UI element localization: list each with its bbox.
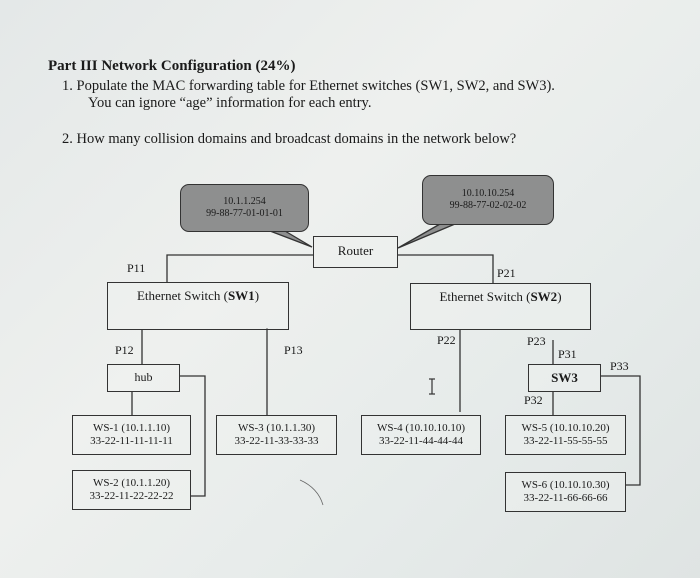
stray-mark (299, 479, 324, 506)
router-interface-1-callout: 10.1.1.254 99-88-77-01-01-01 (180, 184, 309, 232)
switch-sw2: Ethernet Switch (SW2) (410, 283, 591, 330)
callout-tail-2 (397, 223, 456, 249)
question-2: 2. How many collision domains and broadc… (62, 131, 517, 147)
sw2-close: ) (557, 289, 562, 304)
workstation-ws1: WS-1 (10.1.1.10)33-22-11-11-11-11 (72, 415, 191, 455)
switch-sw3: SW3 (528, 364, 601, 392)
ws-mac: 33-22-11-33-33-33 (234, 435, 319, 447)
callout-tail-1 (269, 230, 313, 248)
router-if2-mac: 99-88-77-02-02-02 (449, 200, 527, 211)
sw1-name: SW1 (227, 288, 255, 303)
workstation-ws2: WS-2 (10.1.1.20)33-22-11-22-22-22 (72, 470, 191, 510)
workstation-ws5: WS-5 (10.10.10.20)33-22-11-55-55-55 (505, 415, 626, 455)
workstation-ws6: WS-6 (10.10.10.30)33-22-11-66-66-66 (505, 472, 626, 512)
section-title: Part III Network Configuration (24%) (48, 58, 296, 74)
port-p32: P32 (524, 393, 543, 407)
link-hub-ws2 (180, 375, 206, 497)
router-interface-2-callout: 10.10.10.254 99-88-77-02-02-02 (422, 175, 554, 225)
link-router-sw2 (398, 254, 494, 283)
ws-mac: 33-22-11-44-44-44 (379, 435, 463, 447)
link-sw3-ws6 (601, 375, 641, 486)
port-p13: P13 (284, 343, 303, 357)
sw1-close: ) (254, 288, 260, 303)
link-router-sw1 (166, 254, 313, 282)
port-p21: P21 (497, 266, 516, 280)
sw1-label: Ethernet Switch ( (136, 288, 228, 303)
ws-mac: 33-22-11-22-22-22 (89, 490, 174, 502)
ws-mac: 33-22-11-11-11-11 (90, 435, 173, 447)
port-p11: P11 (127, 261, 146, 275)
ws-name: WS-5 (10.10.10.20) (521, 422, 610, 434)
hub: hub (107, 364, 180, 392)
port-p12: P12 (115, 343, 134, 357)
router: Router (313, 236, 398, 268)
workstation-ws3: WS-3 (10.1.1.30)33-22-11-33-33-33 (216, 415, 337, 455)
text-cursor-icon (429, 378, 435, 395)
port-p23: P23 (527, 334, 546, 348)
router-if2-ip: 10.10.10.254 (461, 188, 515, 199)
question-1-note: You can ignore “age” information for eac… (88, 95, 372, 111)
switch-sw1: Ethernet Switch (SW1) (107, 282, 289, 330)
router-if1-mac: 99-88-77-01-01-01 (206, 208, 283, 219)
router-if1-ip: 10.1.1.254 (223, 196, 266, 207)
ws-mac: 33-22-11-66-66-66 (523, 492, 608, 504)
ws-name: WS-3 (10.1.1.30) (238, 422, 315, 434)
question-1: 1. Populate the MAC forwarding table for… (62, 78, 555, 94)
port-p33: P33 (610, 359, 629, 373)
workstation-ws4: WS-4 (10.10.10.10)33-22-11-44-44-44 (361, 415, 481, 455)
ws-mac: 33-22-11-55-55-55 (523, 435, 608, 447)
ws-name: WS-1 (10.1.1.10) (93, 422, 170, 434)
ws-name: WS-6 (10.10.10.30) (521, 479, 610, 491)
port-p31: P31 (558, 347, 577, 361)
port-p22: P22 (437, 333, 456, 347)
sw2-label: Ethernet Switch ( (439, 289, 531, 304)
ws-name: WS-2 (10.1.1.20) (93, 477, 170, 489)
sw2-name: SW2 (530, 289, 558, 304)
ws-name: WS-4 (10.10.10.10) (377, 422, 465, 434)
